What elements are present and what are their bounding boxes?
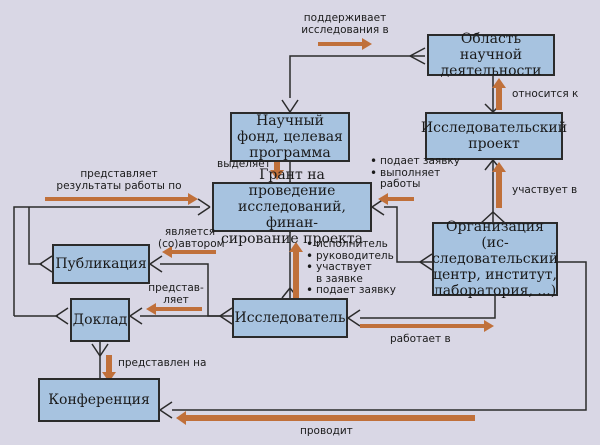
entity-conference[interactable]: Конференция bbox=[38, 378, 160, 422]
label-works-in: работает в bbox=[390, 333, 451, 345]
crowfoot-report-left bbox=[55, 307, 69, 325]
entity-science-fund[interactable]: Научный фонд, целевая программа bbox=[230, 112, 350, 162]
crowfoot-conference-right bbox=[159, 401, 173, 419]
org-grant-role: выполняет работы bbox=[370, 167, 460, 191]
arrow-holds bbox=[176, 411, 475, 425]
researcher-grant-role: участвует в заявке bbox=[306, 261, 396, 285]
arrow-works-in bbox=[360, 320, 494, 332]
arrow-belongs-to bbox=[492, 78, 506, 110]
label-holds: проводит bbox=[300, 425, 353, 437]
entity-research-area[interactable]: Область научной деятельности bbox=[427, 31, 555, 79]
org-grant-role: подает заявку bbox=[370, 155, 460, 168]
crowfoot-area bbox=[409, 47, 426, 65]
crowfoot-publication-left bbox=[39, 255, 53, 273]
label-presented-at: представлен на bbox=[118, 357, 207, 369]
researcher-grant-role: исполнитель bbox=[306, 238, 396, 251]
researcher-grant-role: подает заявку bbox=[306, 284, 396, 297]
arrow-presented-at bbox=[102, 355, 116, 382]
arrow-org-grant bbox=[378, 193, 414, 205]
line-org-conference bbox=[172, 261, 587, 411]
line-grant-left2 bbox=[28, 207, 42, 265]
crowfoot-grant-left bbox=[197, 198, 211, 216]
line-grant-org bbox=[384, 206, 432, 263]
arrow-participates bbox=[492, 162, 506, 208]
label-allocates: выделяет bbox=[217, 158, 271, 170]
crowfoot-org-left bbox=[419, 253, 433, 271]
label-presents: представ- ляет bbox=[148, 282, 204, 306]
crowfoot-pub-right bbox=[149, 255, 163, 273]
org-grant-roles: подает заявку выполняет работы bbox=[370, 155, 460, 191]
label-participates-in: участвует в bbox=[512, 184, 578, 196]
entity-organization[interactable]: Организация (ис- следовательский центр, … bbox=[431, 219, 559, 299]
arrow-supports bbox=[318, 38, 372, 50]
crowfoot-researcher-right bbox=[347, 309, 361, 327]
researcher-grant-roles: исполнитель руководитель участвует в зая… bbox=[306, 238, 396, 297]
entity-researcher[interactable]: Исследователь bbox=[232, 298, 348, 338]
arrow-coauthor bbox=[162, 246, 216, 258]
label-coauthor: является (со)автором bbox=[158, 226, 225, 250]
entity-report[interactable]: Доклад bbox=[70, 298, 130, 342]
crowfoot-report-right bbox=[129, 307, 143, 325]
label-supports: поддерживает исследования в bbox=[301, 12, 389, 36]
label-presents-results: представляет результаты работы по bbox=[56, 168, 182, 192]
arrow-researcher-grant bbox=[289, 242, 303, 298]
line-researcher-org bbox=[360, 296, 496, 319]
crowfoot-researcher-left bbox=[219, 307, 233, 325]
crowfoot-fund bbox=[281, 99, 299, 113]
entity-publication[interactable]: Публикация bbox=[52, 244, 150, 284]
label-belongs-to: относится к bbox=[512, 88, 579, 100]
arrow-presents bbox=[146, 303, 202, 315]
line-grant-left bbox=[13, 206, 200, 316]
researcher-grant-role: руководитель bbox=[306, 250, 396, 263]
arrow-presents-results bbox=[45, 193, 198, 205]
entity-grant[interactable]: Грант на проведение исследований, финан-… bbox=[212, 167, 372, 247]
entity-research-project[interactable]: Исследовательский проект bbox=[421, 112, 567, 160]
crowfoot-report-bottom bbox=[91, 343, 109, 357]
line-fund-area bbox=[289, 55, 425, 98]
